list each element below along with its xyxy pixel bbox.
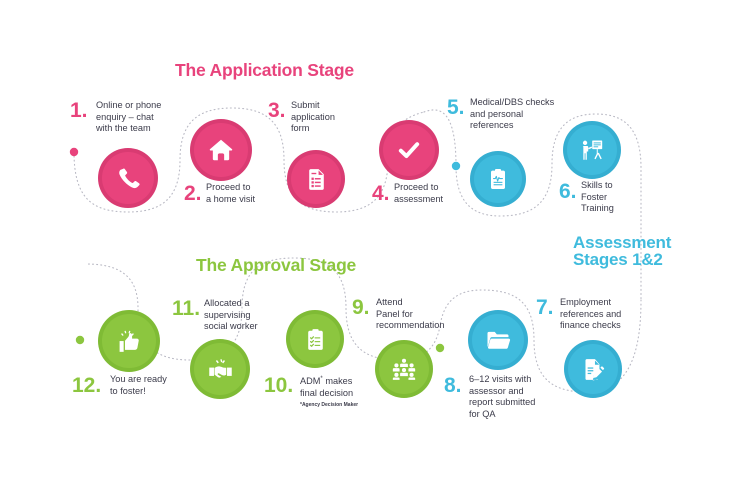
step-label-4: Proceed to assessment [394, 182, 444, 204]
step-circle-8[interactable] [468, 310, 528, 370]
step-circle-3[interactable] [287, 150, 345, 208]
step-circle-5[interactable] [470, 151, 526, 207]
step-circle-10[interactable] [286, 310, 344, 368]
clipboard-checklist-icon [307, 328, 323, 350]
step-number-4: 4. [372, 182, 390, 205]
step-label-10-prefix: ADM [300, 376, 321, 387]
step-circle-4[interactable] [379, 120, 439, 180]
step-number-11: 11. [172, 297, 201, 320]
step-circle-11[interactable] [190, 339, 250, 399]
step-label-8: 6–12 visits with assessor and report sub… [469, 374, 536, 419]
path-transition-dot-green [435, 343, 445, 353]
house-icon [209, 139, 233, 161]
form-document-icon [308, 168, 324, 190]
step-number-8: 8. [444, 374, 462, 397]
step-label-10: ADM* makes final decision [300, 374, 400, 399]
path-start-dot-pink [69, 147, 79, 157]
adm-footnote: *Agency Decision Maker [300, 402, 359, 408]
application-stage-heading: The Application Stage [175, 60, 354, 80]
medical-clipboard-icon [491, 169, 505, 189]
step-circle-9[interactable] [375, 340, 433, 398]
step-circle-6[interactable] [563, 121, 621, 179]
step-label-2: Proceed to a home visit [206, 182, 256, 204]
step-number-12: 12. [72, 374, 102, 397]
step-label-9: Attend Panel for recommendation [376, 297, 445, 331]
step-number-9: 9. [352, 296, 370, 319]
document-edit-icon [584, 358, 604, 380]
step-number-6: 6. [559, 180, 577, 203]
step-number-2: 2. [184, 182, 202, 205]
folder-icon [487, 331, 511, 349]
step-circle-2[interactable] [190, 119, 252, 181]
step-label-7: Employment references and finance checks [560, 297, 622, 331]
step-number-1: 1. [70, 99, 88, 122]
step-label-5: Medical/DBS checks and personal referenc… [470, 97, 555, 131]
step-circle-7[interactable] [564, 340, 622, 398]
path-transition-dot-blue [451, 161, 461, 171]
handshake-icon [208, 358, 232, 378]
step-label-1: Online or phone enquiry – chat with the … [96, 100, 162, 134]
checkmark-icon [398, 142, 420, 159]
panel-group-icon [392, 358, 416, 380]
step-number-3: 3. [268, 99, 286, 122]
step-number-10: 10. [264, 374, 294, 397]
step-label-11: Allocated a supervising social worker [204, 298, 258, 332]
training-presentation-icon [582, 140, 603, 160]
step-label-6: Skills to Foster Training [581, 180, 614, 214]
footnote-marker: * [320, 376, 323, 382]
thumbs-up-icon [119, 330, 139, 352]
step-label-12: You are ready to foster! [110, 374, 167, 396]
step-number-5: 5. [447, 96, 465, 119]
step-number-7: 7. [536, 296, 554, 319]
step-label-3: Submit application form [291, 100, 335, 134]
step-circle-1[interactable] [98, 148, 158, 208]
approval-stage-heading: The Approval Stage [196, 255, 357, 275]
path-end-dot-green [75, 335, 85, 345]
step-label-10-suffix: makes final decision [300, 376, 354, 398]
step-circle-12[interactable] [98, 310, 160, 372]
phone-icon [119, 168, 140, 189]
assessment-stages-heading: Assessment Stages 1&2 [573, 233, 672, 269]
